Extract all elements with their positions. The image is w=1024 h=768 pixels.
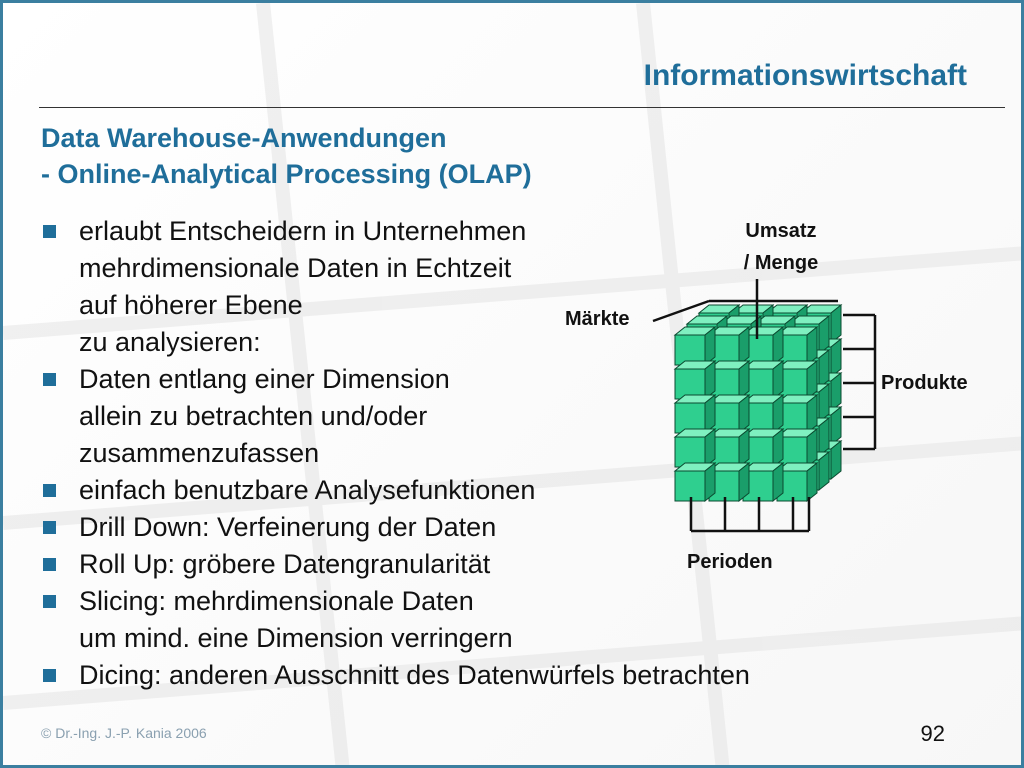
page-number: 92 xyxy=(920,721,945,746)
subtitle-line-2: - Online-Analytical Processing (OLAP) xyxy=(41,159,532,189)
cube-cell xyxy=(673,325,717,367)
cube-cell xyxy=(674,470,706,502)
bullet-square-icon xyxy=(43,484,56,497)
bullet-line: Slicing: mehrdimensionale Daten xyxy=(79,586,474,616)
bullet-list: erlaubt Entscheidern in Unternehmen mehr… xyxy=(43,213,943,694)
bullet-line: mehrdimensionale Daten in Echtzeit xyxy=(79,253,512,283)
cube-cell xyxy=(741,393,785,435)
bullet-line: zusammenzufassen xyxy=(79,438,320,468)
cube-cell xyxy=(707,461,751,503)
bullet-item: Dicing: anderen Ausschnitt des Datenwürf… xyxy=(43,657,943,694)
bullet-square-icon xyxy=(43,373,56,386)
cube-cell xyxy=(673,427,717,469)
label-products: Produkte xyxy=(881,372,968,394)
cube-cell xyxy=(707,359,751,401)
bullet-line: Roll Up: gröbere Datengranularität xyxy=(79,549,491,579)
bullet-square-icon xyxy=(43,521,56,534)
cube-cell xyxy=(673,393,717,435)
header-title: Informationswirtschaft xyxy=(643,59,967,92)
cube-cell xyxy=(775,427,819,469)
bullet-line: Daten entlang einer Dimension xyxy=(79,364,450,394)
bullet-line: erlaubt Entscheidern in Unternehmen xyxy=(79,216,527,246)
bullet-line: einfach benutzbare Analysefunktionen xyxy=(79,475,536,505)
label-markets: Märkte xyxy=(565,308,629,330)
bullet-item: Roll Up: gröbere Datengranularität xyxy=(43,546,943,583)
bullet-item: erlaubt Entscheidern in Unternehmen mehr… xyxy=(43,213,943,361)
cube-cell xyxy=(707,325,751,367)
bullet-square-icon xyxy=(43,225,56,238)
cube-cell xyxy=(741,427,785,469)
bullet-line: um mind. eine Dimension verringern xyxy=(79,623,513,653)
leader-line xyxy=(652,299,710,323)
cube-cell xyxy=(707,393,751,435)
cube-cell xyxy=(673,461,717,503)
olap-cube-diagram: Umsatz / Menge Märkte Produkte Perioden xyxy=(565,220,968,573)
cube-cell xyxy=(741,461,785,503)
bullet-line: Dicing: anderen Ausschnitt des Datenwürf… xyxy=(79,660,750,690)
label-periods: Perioden xyxy=(687,551,773,573)
bullet-line: zu analysieren: xyxy=(79,327,261,357)
bullet-item: Slicing: mehrdimensionale Daten um mind.… xyxy=(43,583,943,657)
cube-cell xyxy=(775,325,819,367)
data-cube xyxy=(673,303,843,503)
bullet-item: Drill Down: Verfeinerung der Daten xyxy=(43,509,943,546)
footer-copyright: © Dr.-Ing. J.-P. Kania 2006 xyxy=(41,725,207,741)
cube-cell xyxy=(741,359,785,401)
bullet-square-icon xyxy=(43,595,56,608)
subtitle-line-1: Data Warehouse-Anwendungen xyxy=(41,123,447,153)
label-measure-line-2: / Menge xyxy=(744,252,818,274)
cube-cell xyxy=(775,359,819,401)
cube-cell xyxy=(673,359,717,401)
slide-subtitle: Data Warehouse-Anwendungen - Online-Anal… xyxy=(41,120,532,192)
bullet-square-icon xyxy=(43,558,56,571)
cube-cell xyxy=(775,393,819,435)
bullet-square-icon xyxy=(43,669,56,682)
bullet-item: Daten entlang einer Dimension allein zu … xyxy=(43,361,943,472)
bullet-item: einfach benutzbare Analysefunktionen xyxy=(43,472,943,509)
bullet-line: Drill Down: Verfeinerung der Daten xyxy=(79,512,497,542)
dimension-leader-lines xyxy=(652,279,877,533)
bullet-line: auf höherer Ebene xyxy=(79,290,303,320)
header-divider xyxy=(39,107,1005,108)
bullet-line: allein zu betrachten und/oder xyxy=(79,401,428,431)
cube-cell xyxy=(741,325,785,367)
label-measure-line-1: Umsatz xyxy=(745,220,816,242)
cube-cell xyxy=(775,461,819,503)
